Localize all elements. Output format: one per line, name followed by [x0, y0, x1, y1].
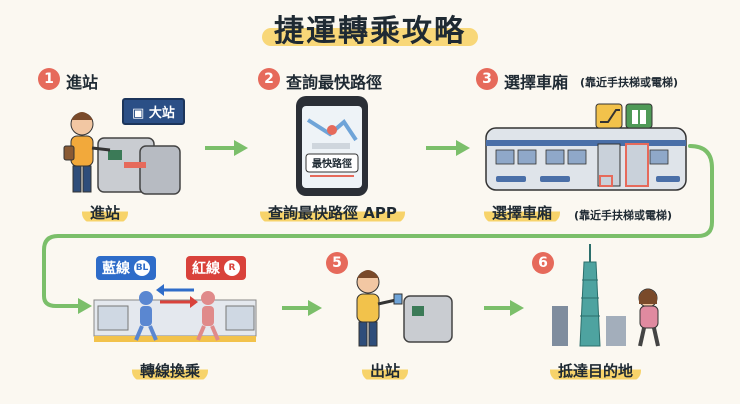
step-6-caption: 抵達目的地	[550, 360, 642, 381]
step-5-badge: 5	[326, 252, 348, 274]
arrow-4-5-icon	[282, 300, 322, 316]
step-3-caption-note: (靠近手扶梯或電梯)	[574, 209, 673, 222]
arrow-5-6-icon	[484, 300, 524, 316]
train-car-icon	[485, 127, 687, 191]
red-line-tag: 紅線 R	[186, 256, 246, 280]
person-exiting-icon	[356, 270, 403, 347]
page-title: 捷運轉乘攻略	[274, 14, 466, 49]
arrow-1-2-icon	[205, 140, 248, 156]
connector-path	[42, 144, 714, 308]
platform-icon	[93, 299, 257, 342]
escalator-icon	[595, 103, 623, 129]
step-1-badge: 1	[38, 68, 60, 90]
blue-line-code: BL	[134, 260, 150, 276]
person-arriving-icon	[638, 288, 660, 347]
step-4-caption: 轉線換乘	[132, 360, 209, 381]
step-2-caption: 查詢最快路徑 APP	[260, 202, 405, 223]
step-3-label-note: (靠近手扶梯或電梯)	[580, 76, 679, 89]
step-3-caption: 選擇車廂	[484, 202, 561, 223]
station-sign: ▣ 大站	[122, 98, 185, 125]
red-person-icon	[196, 291, 220, 341]
city-skyline-icon	[552, 244, 626, 347]
step-5-caption: 出站	[362, 360, 409, 381]
elevator-icon	[625, 103, 653, 129]
phone-screen-text: 最快路徑	[312, 159, 352, 170]
step-3-label: 選擇車廂	[504, 73, 569, 92]
step-2-label: 查詢最快路徑	[286, 73, 383, 92]
step-3-badge: 3	[476, 68, 498, 90]
step-6-badge: 6	[532, 252, 554, 274]
station-sign-text: 大站	[148, 106, 175, 121]
step-1-label: 進站	[66, 73, 99, 92]
person-entering-icon	[63, 112, 111, 193]
blue-person-icon	[134, 291, 158, 341]
blue-line-name: 藍線	[102, 261, 130, 277]
phone-icon	[296, 96, 368, 196]
transfer-arrows-icon	[156, 284, 198, 308]
arrow-2-3-icon	[426, 140, 470, 156]
red-line-name: 紅線	[192, 261, 220, 277]
step-1-caption: 進站	[82, 202, 129, 223]
gate-icon	[97, 137, 181, 195]
step-2-badge: 2	[258, 68, 280, 90]
exit-gate-icon	[403, 295, 453, 343]
title-highlight	[262, 28, 478, 46]
red-line-code: R	[224, 260, 240, 276]
connector-arrowhead	[78, 298, 92, 314]
blue-line-tag: 藍線 BL	[96, 256, 156, 280]
